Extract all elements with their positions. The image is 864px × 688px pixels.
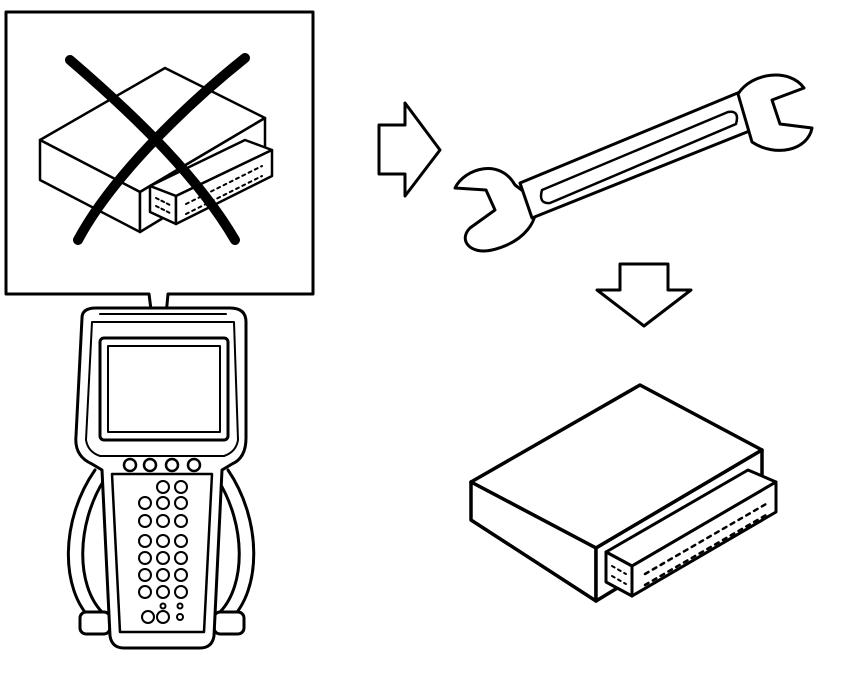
ecu-connector (604, 468, 778, 598)
wrench-icon (453, 73, 814, 253)
cross-mark-icon (65, 53, 250, 245)
scan-tool (66, 306, 256, 650)
arrow-down-icon (595, 262, 693, 328)
ecu-module-small (38, 66, 274, 234)
arrow-right-icon (377, 101, 442, 198)
ecu-module (469, 383, 778, 603)
scan-tool-keypad (138, 480, 188, 624)
scan-tool-screen (98, 336, 230, 442)
scan-tool-strap (66, 468, 256, 636)
ecu-connector-small (148, 138, 274, 226)
scan-tool-function-keys (122, 457, 202, 473)
